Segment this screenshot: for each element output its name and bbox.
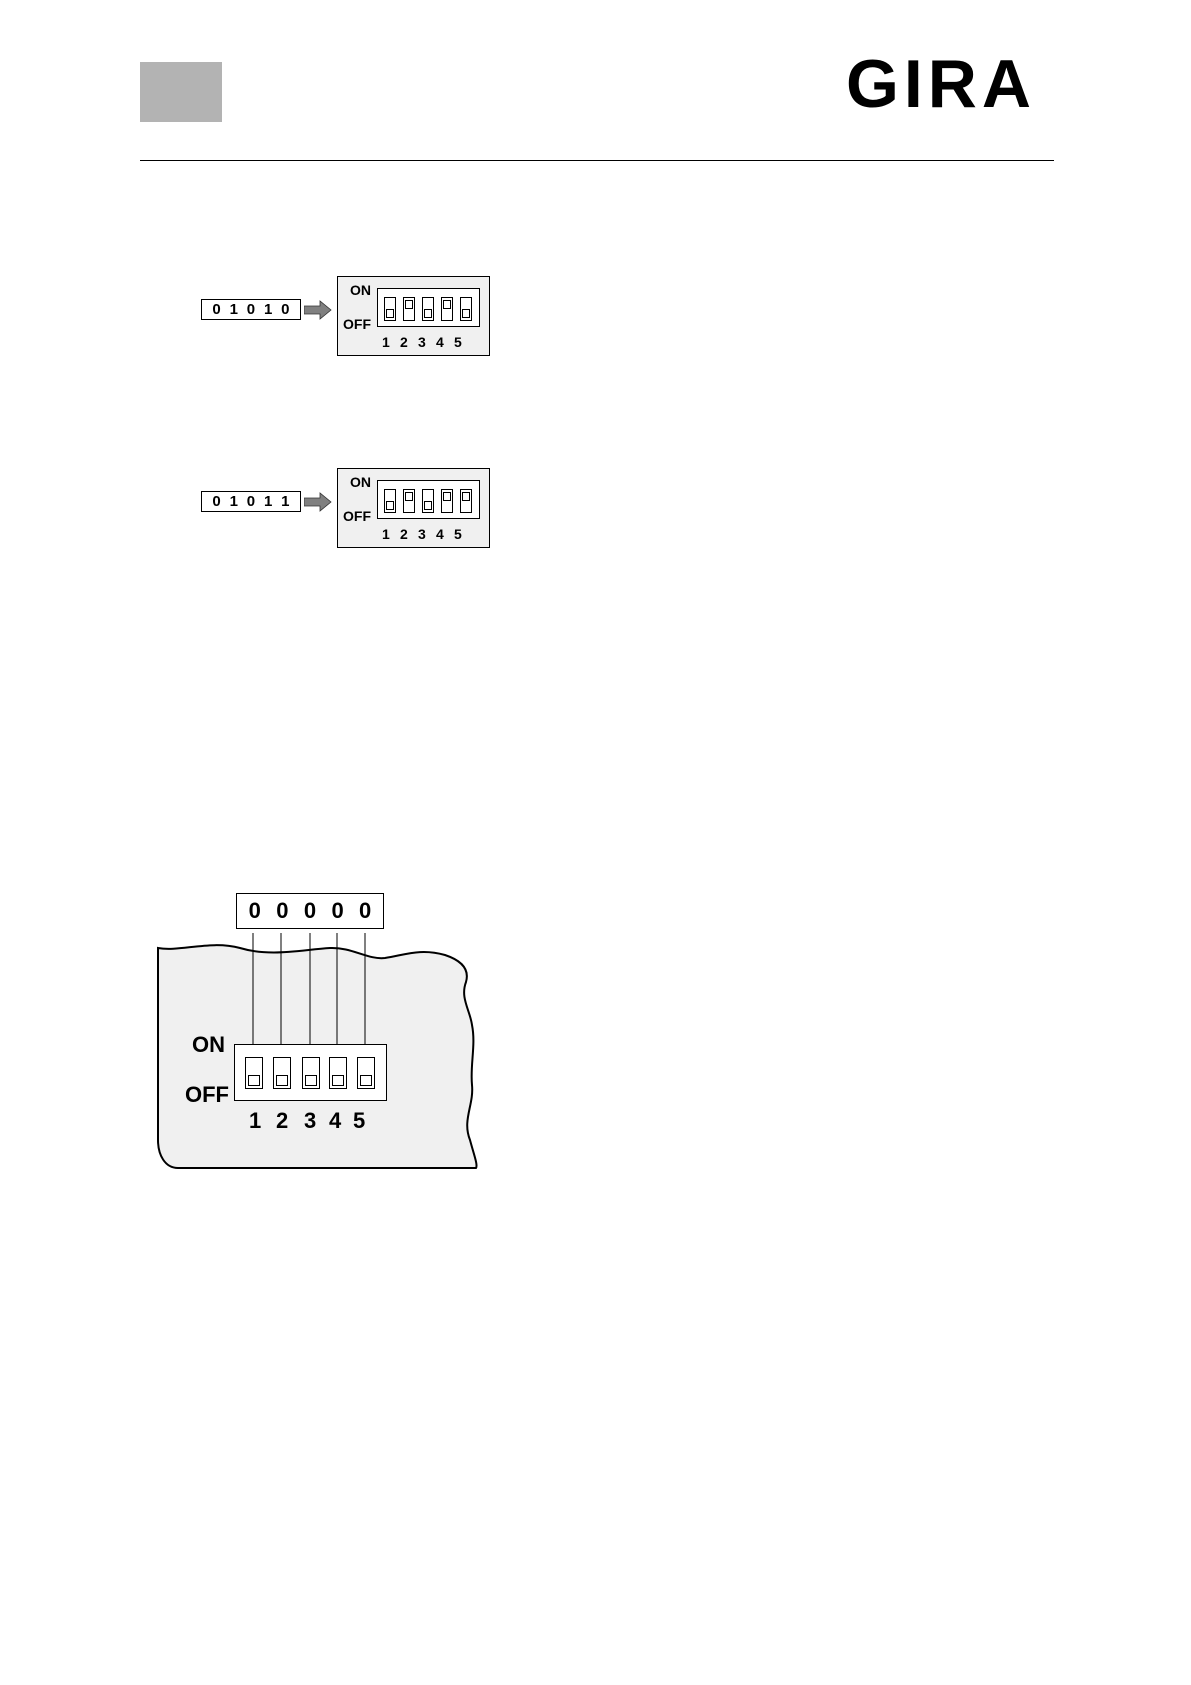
on-label: ON [192,1032,225,1058]
binary-code-box: 0 0 0 0 0 [236,893,384,929]
dip-switch-5[interactable] [357,1057,375,1089]
dip-switch-3[interactable] [302,1057,320,1089]
dip-switch-1[interactable] [245,1057,263,1089]
code-digit: 0 [276,898,288,924]
code-digit: 0 [359,898,371,924]
code-digit: 0 [249,898,261,924]
switch-number: 5 [353,1108,365,1134]
switch-number: 4 [329,1108,341,1134]
code-digit: 0 [304,898,316,924]
switch-housing [234,1044,387,1101]
switch-number: 2 [276,1108,288,1134]
switch-number: 3 [304,1108,316,1134]
dip-switch-2[interactable] [273,1057,291,1089]
off-label: OFF [185,1082,229,1108]
code-digit: 0 [331,898,343,924]
switch-number: 1 [249,1108,261,1134]
dip-switch-4[interactable] [329,1057,347,1089]
